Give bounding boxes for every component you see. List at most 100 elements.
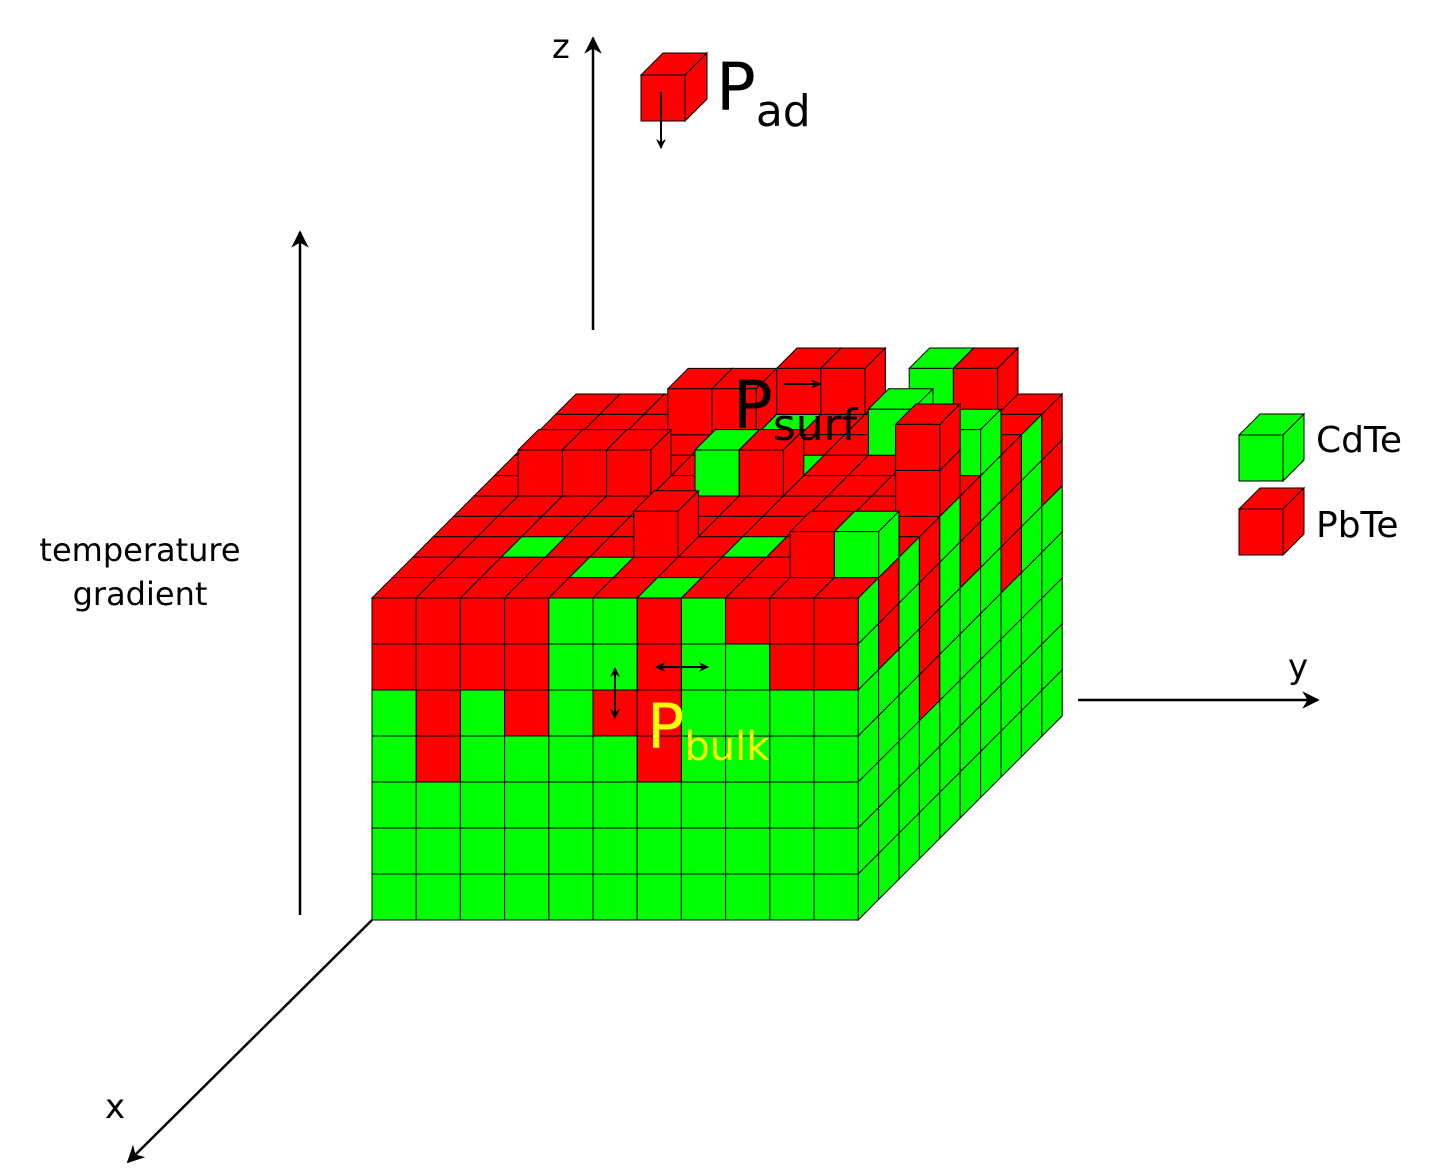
tower-front — [561, 449, 608, 497]
front-cell — [504, 873, 550, 921]
front-cell — [769, 689, 815, 737]
front-cell — [769, 735, 815, 783]
front-cell — [636, 597, 682, 645]
front-cell — [592, 827, 638, 875]
front-cell — [592, 735, 638, 783]
front-cell — [504, 643, 550, 691]
front-cell — [680, 781, 727, 829]
front-cell — [415, 873, 461, 921]
front-cell — [548, 689, 594, 737]
front-cell — [592, 597, 638, 645]
front-cell — [813, 781, 859, 829]
p-bulk-sub: bulk — [684, 724, 770, 770]
front-cell — [459, 827, 506, 875]
p-bulk-main: P — [647, 690, 684, 763]
front-cell — [504, 781, 550, 829]
front-cell — [415, 827, 461, 875]
front-cell — [813, 873, 859, 921]
x-axis-label: x — [105, 1087, 125, 1127]
tower-front — [833, 531, 880, 579]
front-cell — [680, 873, 727, 921]
front-cell — [415, 597, 461, 645]
front-cell — [459, 735, 506, 783]
p-ad-main: P — [716, 49, 756, 126]
front-cell — [592, 873, 638, 921]
front-face — [371, 597, 859, 921]
legend-cdte: CdTe — [1237, 412, 1402, 483]
front-cell — [548, 735, 594, 783]
y-axis-label: y — [1288, 647, 1308, 687]
front-cell — [592, 781, 638, 829]
x-axis — [126, 919, 373, 1164]
temperature-gradient: temperature gradient — [39, 230, 309, 915]
p-surf-label: Psurf — [733, 367, 859, 451]
front-cell — [813, 827, 859, 875]
front-cell — [371, 689, 417, 737]
front-cell — [459, 873, 506, 921]
p-ad-label: Pad — [716, 49, 811, 137]
front-cell — [725, 781, 771, 829]
legend: CdTe PbTe — [1237, 412, 1402, 557]
surface-towers — [516, 346, 1020, 579]
front-cell — [636, 827, 682, 875]
tower-front — [694, 449, 740, 497]
front-cell — [371, 643, 417, 691]
front-cell — [459, 689, 506, 737]
front-cell — [680, 597, 727, 645]
legend-pbte-label: PbTe — [1316, 505, 1399, 546]
front-cell — [769, 643, 815, 691]
front-cell — [769, 827, 815, 875]
front-cell — [504, 827, 550, 875]
front-cell — [371, 597, 417, 645]
tower-front — [633, 510, 679, 558]
front-cell — [813, 689, 859, 737]
front-cell — [813, 597, 859, 645]
front-cell — [504, 735, 550, 783]
tower-front — [667, 388, 713, 436]
front-cell — [459, 781, 506, 829]
front-cell — [636, 781, 682, 829]
p-bulk-label: Pbulk — [647, 690, 770, 770]
adsorbing-cube: Pad — [639, 49, 811, 149]
front-cell — [769, 781, 815, 829]
front-cell — [725, 873, 771, 921]
front-cell — [725, 827, 771, 875]
front-cell — [548, 781, 594, 829]
tower-front — [820, 367, 866, 415]
front-cell — [504, 689, 550, 737]
front-cell — [415, 781, 461, 829]
front-cell — [725, 597, 771, 645]
adsorbing-cube-front — [640, 74, 686, 122]
front-cell — [548, 873, 594, 921]
side-cell — [1041, 668, 1063, 738]
side-face — [857, 392, 1063, 922]
tower-front — [895, 469, 941, 517]
gradient-label-line1: temperature — [39, 531, 240, 569]
front-cell — [813, 735, 859, 783]
p-surf-main: P — [733, 367, 773, 444]
front-cell — [371, 873, 417, 921]
front-cell — [504, 597, 550, 645]
gradient-label-line2: gradient — [73, 575, 208, 613]
crystal-block — [370, 346, 1064, 922]
surface-diffusion: Psurf — [733, 367, 859, 451]
axes: z y x — [105, 27, 1320, 1164]
tower-front — [895, 423, 941, 471]
front-cell — [371, 827, 417, 875]
front-cell — [415, 643, 461, 691]
front-cell — [680, 827, 727, 875]
tower-front — [738, 449, 784, 497]
front-cell — [415, 689, 461, 737]
front-cell — [725, 643, 771, 691]
legend-cdte-label: CdTe — [1316, 420, 1402, 461]
front-cell — [459, 597, 506, 645]
front-cell — [371, 735, 417, 783]
front-cell — [415, 735, 461, 783]
front-cell — [636, 873, 682, 921]
legend-cdte-swatch — [1238, 434, 1284, 482]
front-cell — [769, 873, 815, 921]
legend-pbte: PbTe — [1237, 486, 1399, 557]
tower-front — [517, 449, 563, 497]
z-axis-label: z — [552, 27, 570, 67]
